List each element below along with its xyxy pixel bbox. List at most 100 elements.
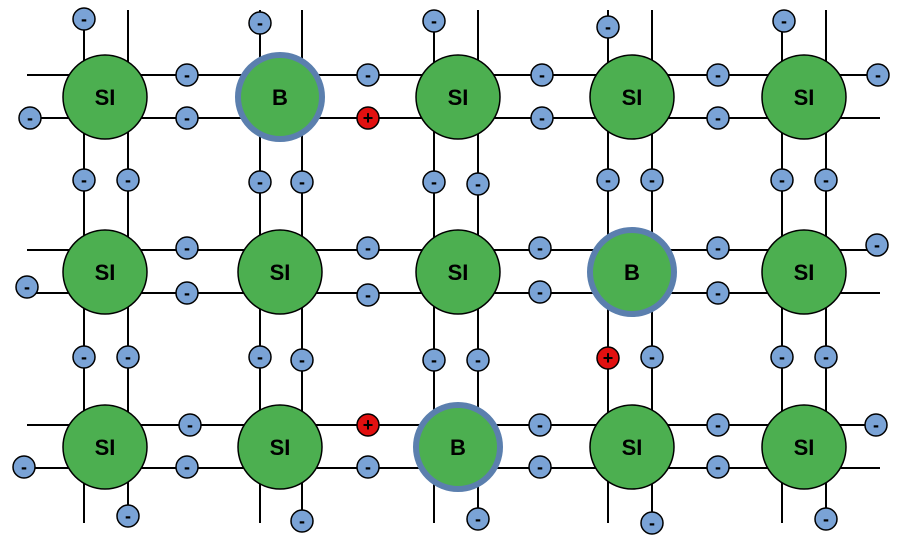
electron-icon: - [116,345,140,369]
electron-icon: - [814,507,838,531]
electron-icon: - [640,345,664,369]
electron-icon: - [466,507,490,531]
electron-circle [175,281,199,305]
electron-circle [422,348,446,372]
silicon-atom-circle [62,404,148,490]
silicon-atom-circle [62,54,148,140]
electron-circle [596,168,620,192]
electron-circle [640,345,664,369]
electron-icon: - [466,172,490,196]
electron-icon: - [18,106,42,130]
electron-circle [772,9,796,33]
electron-sign: - [715,415,721,435]
electron-icon: - [175,455,199,479]
electron-icon: - [772,9,796,33]
silicon-atom: SI [589,54,675,140]
electron-icon: - [706,455,730,479]
electron-icon: - [248,345,272,369]
electron-circle [640,511,664,535]
electron-circle [866,63,890,87]
silicon-atom-circle [761,229,847,315]
electron-sign: - [537,415,543,435]
electron-icon: - [706,63,730,87]
electron-circle [356,455,380,479]
silicon-atom: SI [415,54,501,140]
electron-circle [640,168,664,192]
atom-label: SI [95,85,116,110]
electron-icon: - [530,63,554,87]
silicon-atom: SI [62,229,148,315]
electron-icon: - [706,236,730,260]
atom-label: SI [270,435,291,460]
silicon-atom-circle [62,229,148,315]
atom-label: B [450,435,466,460]
electron-circle [706,236,730,260]
electron-circle [248,345,272,369]
electron-circle [116,504,140,528]
atom-label: B [272,85,288,110]
electron-icon: - [175,281,199,305]
electron-icon: - [596,15,620,39]
atom-label: SI [622,85,643,110]
electron-sign: - [125,170,131,190]
electron-circle [466,348,490,372]
electron-circle [528,455,552,479]
atom-label: SI [448,260,469,285]
boron-atom: B [587,227,677,317]
electron-circle [175,455,199,479]
hole-sign: + [363,415,374,435]
electron-icon: - [706,281,730,305]
silicon-atom: SI [237,404,323,490]
electron-circle [814,168,838,192]
electron-sign: - [81,170,87,190]
hole-icon: + [356,106,380,130]
electron-circle [528,236,552,260]
electron-circle [175,63,199,87]
electron-icon: - [356,63,380,87]
electron-circle [466,507,490,531]
atom-label: SI [270,260,291,285]
silicon-atom: SI [761,54,847,140]
hole-icon: + [596,346,620,370]
electron-sign: - [873,415,879,435]
electron-sign: - [365,285,371,305]
electron-sign: - [605,17,611,37]
electron-circle [706,106,730,130]
electron-icon: - [706,413,730,437]
electron-icon: - [72,7,96,31]
electron-circle [865,233,889,257]
electron-icon: - [530,106,554,130]
electron-sign: - [257,13,263,33]
silicon-atom: SI [237,229,323,315]
electron-icon: - [596,168,620,192]
electron-sign: - [24,277,30,297]
electron-icon: - [864,413,888,437]
electron-sign: - [539,65,545,85]
electron-circle [814,345,838,369]
electron-sign: - [649,170,655,190]
electron-circle [596,15,620,39]
electron-circle [116,345,140,369]
electron-sign: - [715,108,721,128]
atom-label: SI [95,260,116,285]
silicon-atom: SI [589,404,675,490]
electron-icon: - [290,348,314,372]
electron-circle [290,348,314,372]
electron-circle [178,413,202,437]
electron-icon: - [356,283,380,307]
electron-circle [466,172,490,196]
electron-circle [248,11,272,35]
electron-sign: - [184,65,190,85]
electron-sign: - [539,108,545,128]
electron-icon: - [640,511,664,535]
electron-sign: - [81,347,87,367]
electron-circle [528,280,552,304]
electron-sign: - [649,347,655,367]
electron-sign: - [781,11,787,31]
electron-icon: - [290,509,314,533]
electron-circle [814,507,838,531]
electron-sign: - [605,170,611,190]
electron-sign: - [874,235,880,255]
atom-label: SI [622,435,643,460]
